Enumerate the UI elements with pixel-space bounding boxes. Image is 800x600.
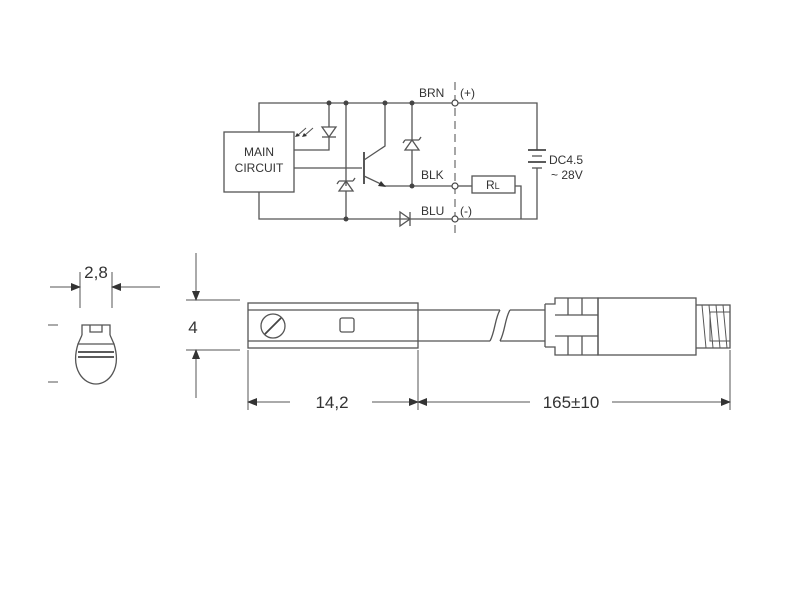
main-circuit-label-line2: CIRCUIT — [235, 161, 284, 175]
cable-length-label: 165±10 — [543, 393, 600, 412]
led-window — [339, 317, 355, 333]
blk-terminal — [451, 182, 459, 190]
blu-label: BLU — [421, 204, 444, 218]
load-resistor — [471, 175, 516, 194]
supply-voltage-line1: DC4.5 — [549, 153, 583, 167]
brn-label: BRN — [419, 86, 444, 100]
end-view: 2,8 — [48, 263, 160, 385]
sensor-body-view: 4 14,2 165±10 — [186, 253, 731, 412]
blk-label: BLK — [421, 168, 444, 182]
blu-polarity-label: (-) — [460, 204, 472, 218]
width-dimension-label: 2,8 — [84, 263, 108, 282]
supply-voltage-line2: ~ 28V — [551, 168, 583, 182]
sensor-housing — [247, 302, 419, 349]
load-label: RL — [486, 178, 500, 192]
blu-terminal — [451, 215, 459, 223]
height-dimension-label: 4 — [188, 318, 197, 337]
body-length-label: 14,2 — [315, 393, 348, 412]
connector-body — [597, 297, 697, 356]
wiring-schematic: MAIN CIRCUIT — [223, 82, 583, 236]
brn-terminal — [451, 99, 459, 107]
brn-polarity-label: (+) — [460, 86, 475, 100]
fixing-screw — [260, 313, 286, 339]
main-circuit-label-line1: MAIN — [244, 145, 274, 159]
